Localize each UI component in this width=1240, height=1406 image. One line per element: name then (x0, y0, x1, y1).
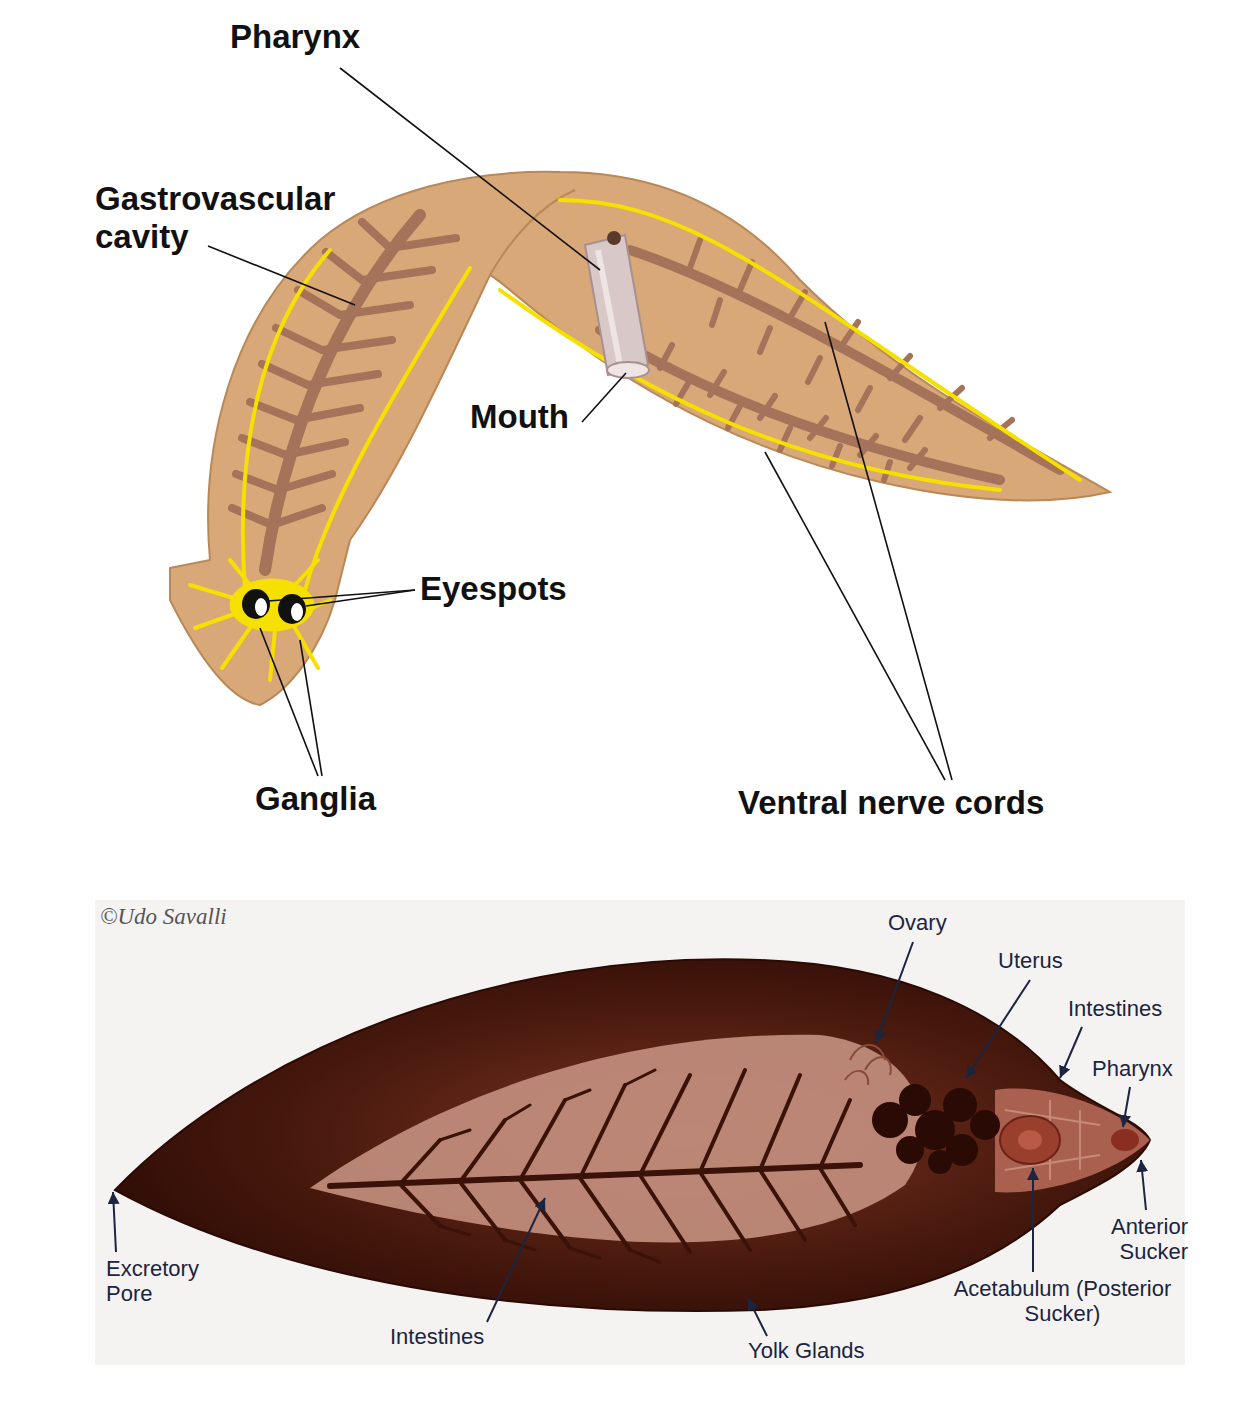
part-label: Mouth (470, 398, 569, 436)
nerve-cords-part (305, 268, 470, 590)
part-label: Ovary (888, 910, 947, 935)
arrows-part (113, 1192, 116, 1252)
uterus-part (970, 1110, 1000, 1140)
ganglia-part (190, 560, 330, 680)
pharynx-tube-part (607, 231, 621, 245)
arrows-part (1123, 1087, 1130, 1127)
pharynx-tube (585, 231, 649, 378)
eyespots (242, 589, 306, 624)
fluke-body (115, 959, 1150, 1311)
arrows-part (876, 942, 913, 1043)
nerve-cords-part (500, 290, 1000, 490)
part-label: Acetabulum (Posterior Sucker) (950, 1276, 1175, 1327)
arrows-part (1141, 1160, 1146, 1210)
leader-lines-part (300, 640, 322, 776)
part-label: Eyespots (420, 570, 567, 608)
nerve-cords (243, 200, 1080, 590)
uterus-part (943, 1088, 977, 1122)
leader-lines-part (268, 590, 415, 601)
ovary (845, 1045, 891, 1085)
oral-pharynx (1111, 1129, 1139, 1151)
part-label: Anterior Sucker (1078, 1214, 1188, 1265)
arrows-part (1060, 1027, 1082, 1078)
part-label: Ganglia (255, 780, 376, 818)
eyespots-part (255, 598, 267, 616)
acetabulum-part (1000, 1116, 1060, 1164)
arrows-part (1032, 1168, 1034, 1272)
leader-lines-part (765, 452, 945, 780)
leader-lines-part (306, 590, 415, 606)
gastrovascular-branches (232, 215, 1060, 570)
arrows-part (966, 980, 1030, 1078)
leader-lines-part (208, 246, 355, 305)
leader-lines-part (340, 68, 600, 270)
body-fold (490, 190, 575, 275)
arrows-part (487, 1198, 545, 1322)
leader-lines-part (825, 322, 952, 780)
leader-lines (208, 68, 952, 780)
nerve-cords-part (243, 250, 330, 590)
part-label: Pharynx (230, 18, 360, 56)
fluke-photo (95, 900, 1185, 1365)
planarian-figure (170, 68, 1110, 780)
acetabulum-part (1018, 1130, 1042, 1150)
acetabulum (1000, 1116, 1060, 1164)
uterus-part (899, 1084, 931, 1116)
photo-ground (95, 900, 1185, 1365)
uterus (872, 1084, 1000, 1174)
pharynx-tube-part (585, 235, 648, 375)
uterus-part (896, 1136, 924, 1164)
intestine-branches-part (440, 1070, 660, 1262)
arrows-part (748, 1298, 767, 1336)
part-label: Intestines (1068, 996, 1162, 1021)
copyright-note: ©Udo Savalli (100, 904, 227, 930)
eyespots-part (291, 603, 303, 621)
part-label: Excretory Pore (106, 1256, 221, 1307)
part-label: Intestines (390, 1324, 484, 1349)
uterus-part (928, 1150, 952, 1174)
part-label: Yolk Glands (748, 1338, 865, 1363)
intestine-branches (330, 1070, 860, 1262)
ganglia (190, 560, 330, 680)
part-label: Ventral nerve cords (738, 784, 1044, 822)
leader-lines-part (582, 373, 626, 422)
ovary-part (845, 1045, 891, 1085)
part-label: Pharynx (1092, 1056, 1173, 1081)
part-label: Uterus (998, 948, 1063, 973)
pharynx-tube-part (607, 362, 649, 378)
nerve-cords-part (560, 200, 1080, 480)
ganglia-part (230, 579, 314, 631)
intestine-branches-part (400, 1070, 855, 1252)
planarian-body (170, 172, 1110, 705)
eyespots-part (242, 589, 270, 619)
part-label: Gastrovascular cavity (95, 180, 385, 256)
pharynx-tube-part (598, 250, 620, 365)
